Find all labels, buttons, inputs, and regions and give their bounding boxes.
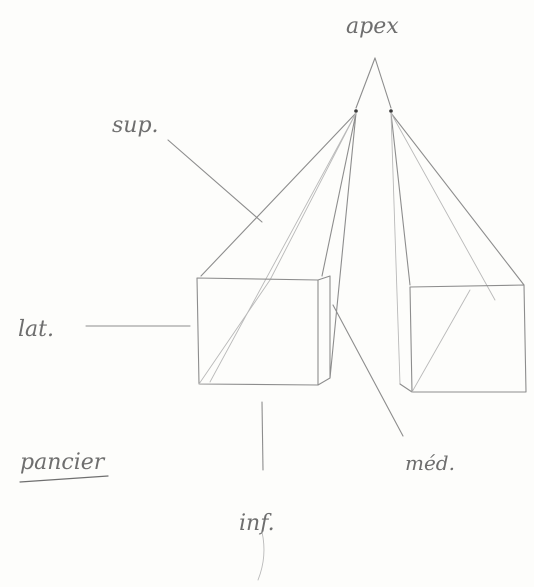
apex-left-stroke xyxy=(356,58,375,108)
right-pyramid-hidden-edge-2 xyxy=(391,113,495,300)
sup-leader-line xyxy=(168,140,262,222)
inf-leader-line xyxy=(262,402,263,470)
left-base-diagonal xyxy=(199,280,270,384)
left-pyramid xyxy=(197,113,356,385)
left-pyramid-edge-outer xyxy=(201,113,356,276)
left-pyramid-edge-back xyxy=(330,113,356,378)
left-pyramid-hidden-edge xyxy=(270,113,356,280)
right-base-diagonal xyxy=(412,290,470,392)
inf-label-tail xyxy=(258,532,264,580)
right-base-square xyxy=(410,285,526,392)
right-pyramid xyxy=(391,113,526,392)
apex-right-stroke xyxy=(375,58,391,108)
med-label: méd. xyxy=(405,451,455,475)
sup-label: sup. xyxy=(112,113,159,138)
med-leader-line xyxy=(333,305,403,436)
inf-label: inf. xyxy=(239,511,275,536)
right-apex-point xyxy=(389,109,393,113)
right-base-side xyxy=(400,384,412,392)
left-apex-point xyxy=(354,109,358,113)
right-pyramid-edge-right xyxy=(391,113,524,285)
left-pyramid-edge-front xyxy=(322,113,356,276)
apex-strokes xyxy=(354,58,393,113)
title-underline xyxy=(20,476,108,482)
pancier-label: pancier xyxy=(20,450,106,475)
leader-lines xyxy=(20,140,403,482)
left-base-side xyxy=(318,276,330,385)
lat-label: lat. xyxy=(18,317,54,342)
apex-label: apex xyxy=(346,14,399,39)
